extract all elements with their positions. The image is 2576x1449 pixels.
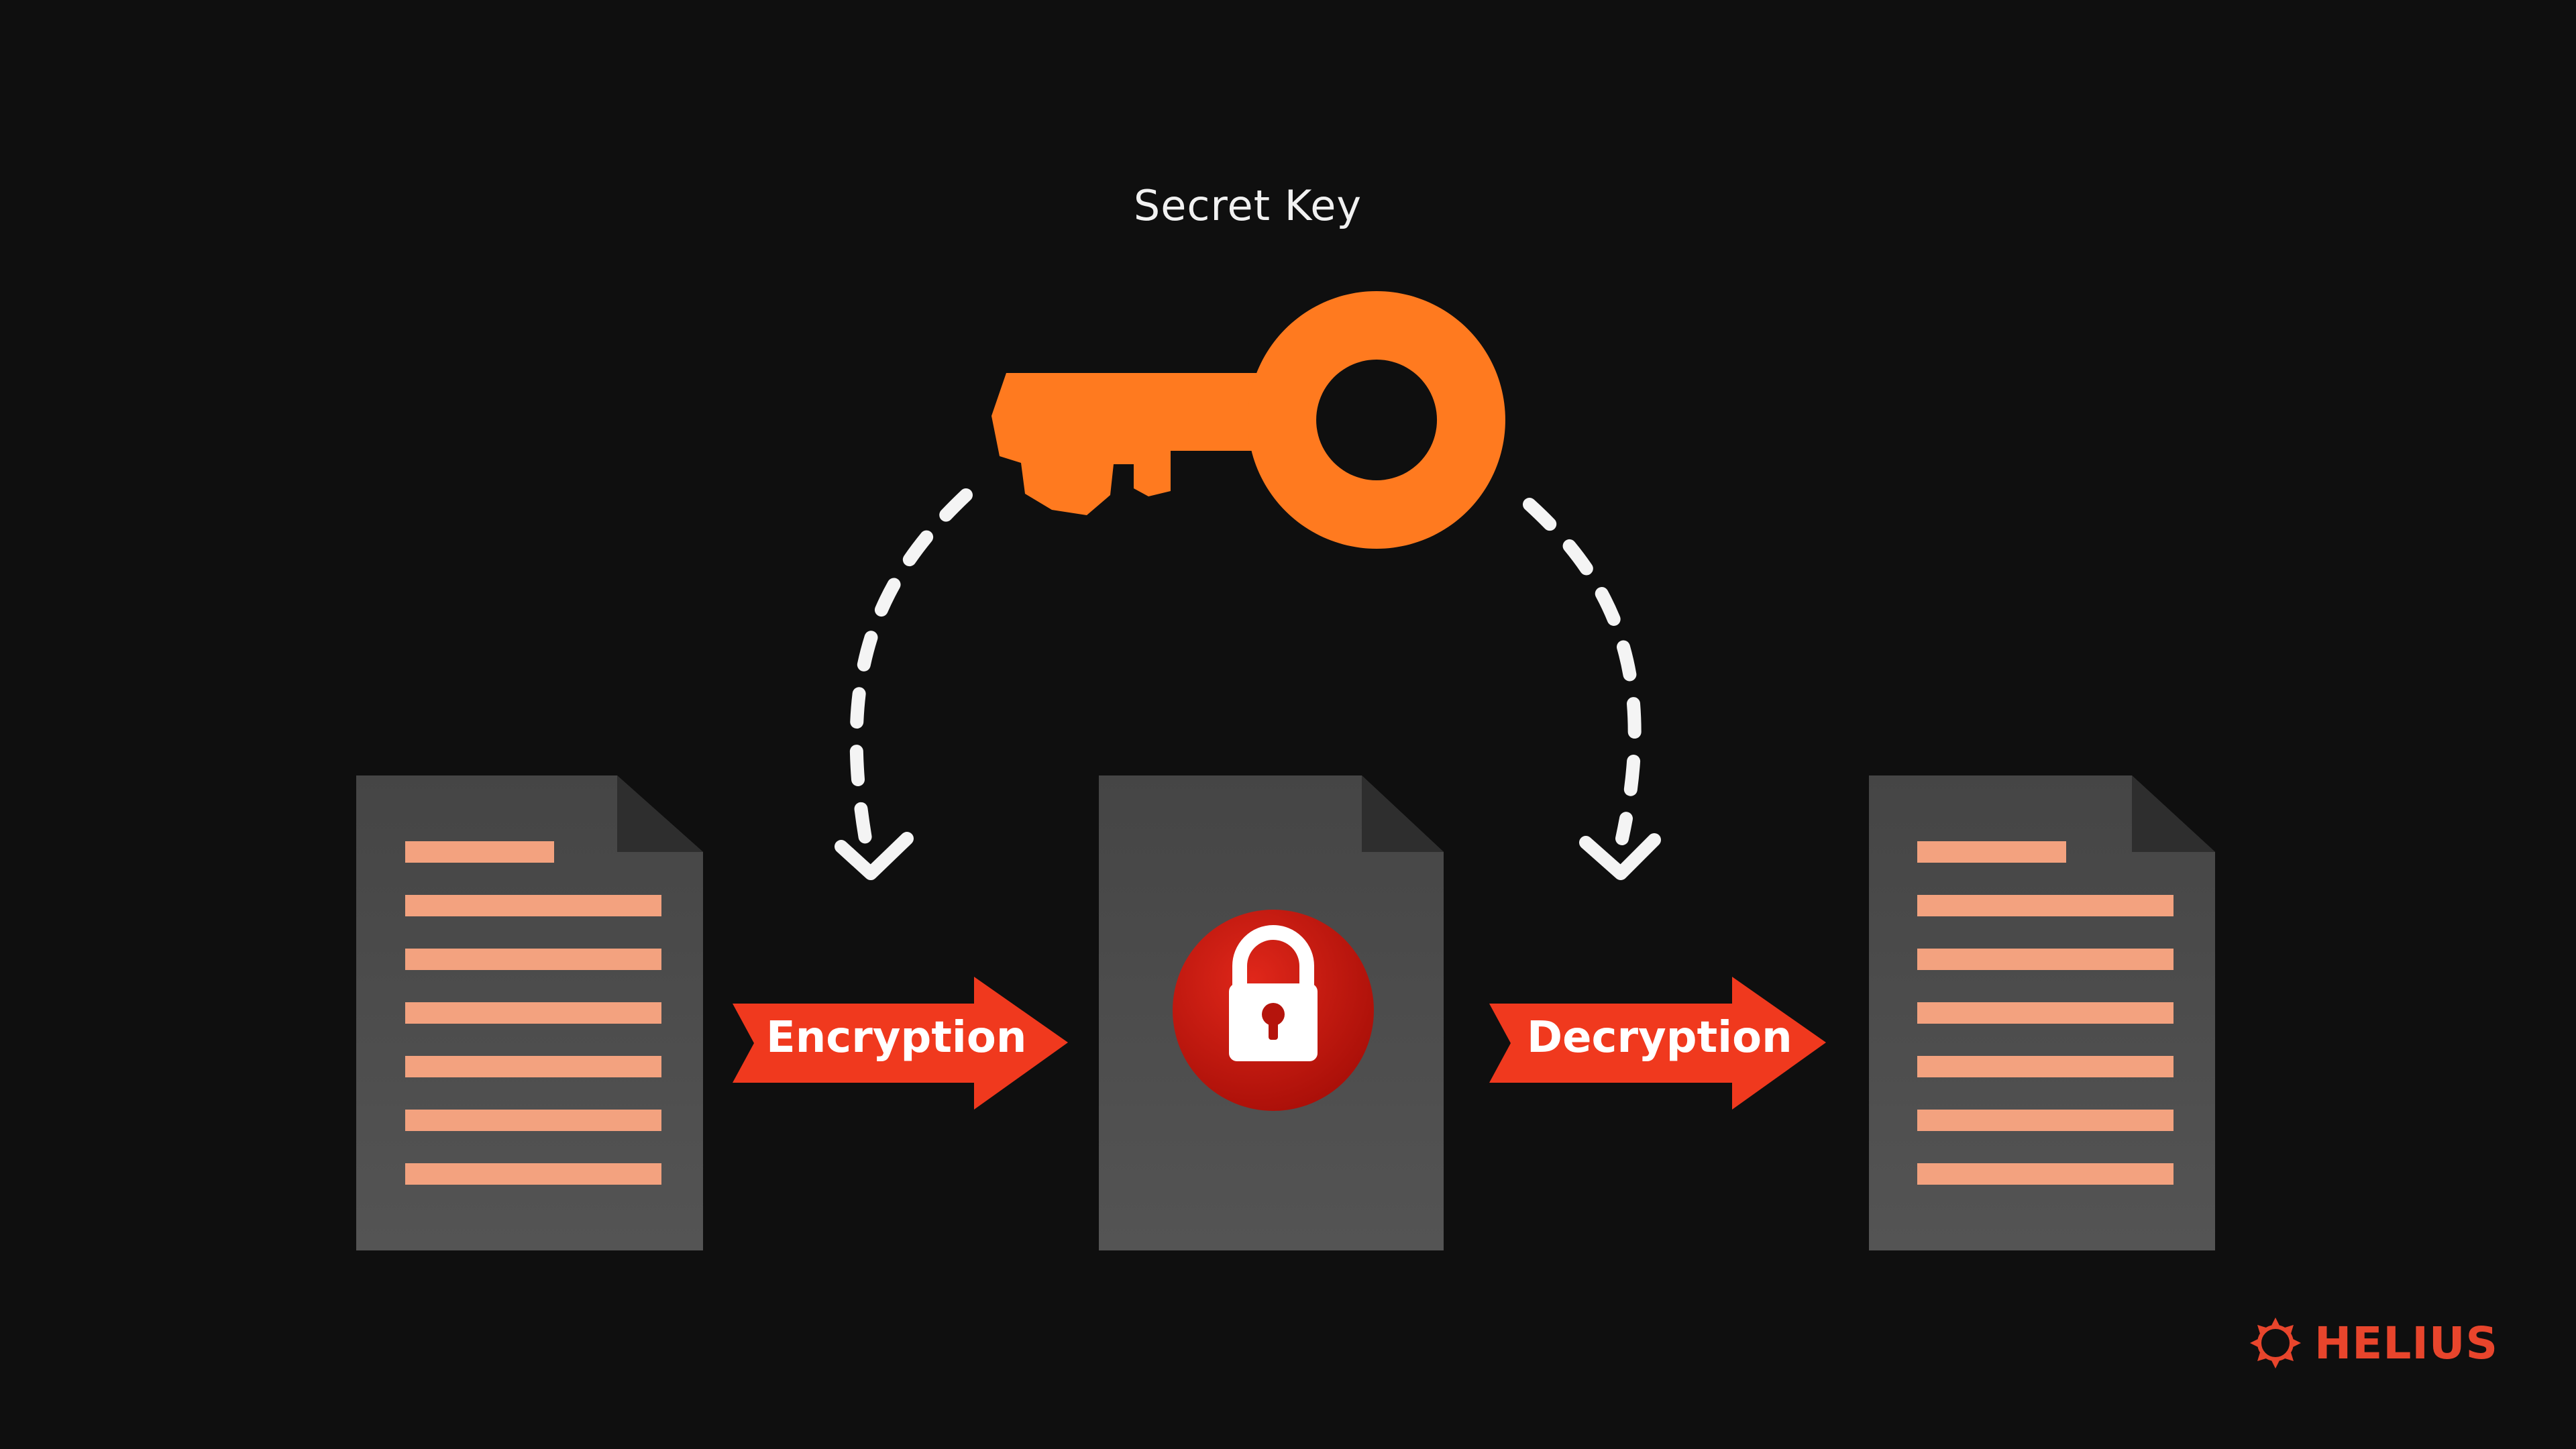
text-line bbox=[1917, 895, 2174, 916]
encrypted-document bbox=[1099, 775, 1444, 1250]
helius-logo-icon bbox=[2250, 1318, 2301, 1368]
brand-name: HELIUS bbox=[2314, 1317, 2499, 1369]
dashed-path-right bbox=[1523, 498, 1661, 880]
text-line bbox=[1917, 1056, 2174, 1077]
decryption-label: Decryption bbox=[1527, 1013, 1792, 1063]
text-line bbox=[1917, 841, 2066, 863]
key-icon bbox=[991, 291, 1505, 549]
encryption-arrow bbox=[733, 977, 1068, 1110]
text-line bbox=[405, 1163, 661, 1185]
text-line bbox=[1917, 1163, 2174, 1185]
arrowhead-left-icon bbox=[835, 832, 914, 880]
secret-key-label: Secret Key bbox=[1133, 181, 1362, 230]
arrowhead-right-icon bbox=[1579, 833, 1661, 880]
plaintext-document-left bbox=[356, 775, 703, 1250]
text-line bbox=[405, 841, 554, 863]
text-line bbox=[1917, 1002, 2174, 1024]
padlock-icon bbox=[1229, 925, 1318, 1061]
decryption-arrow bbox=[1489, 977, 1826, 1110]
text-line bbox=[405, 1056, 661, 1077]
text-line bbox=[405, 1002, 661, 1024]
encryption-label: Encryption bbox=[766, 1013, 1027, 1063]
text-line bbox=[405, 1110, 661, 1131]
text-line bbox=[1917, 1110, 2174, 1131]
plaintext-document-right bbox=[1869, 775, 2215, 1250]
text-line bbox=[405, 949, 661, 970]
text-line bbox=[1917, 949, 2174, 970]
brand-logo: HELIUS bbox=[2249, 1316, 2498, 1370]
dashed-path-left bbox=[835, 488, 973, 880]
text-line bbox=[405, 895, 661, 916]
